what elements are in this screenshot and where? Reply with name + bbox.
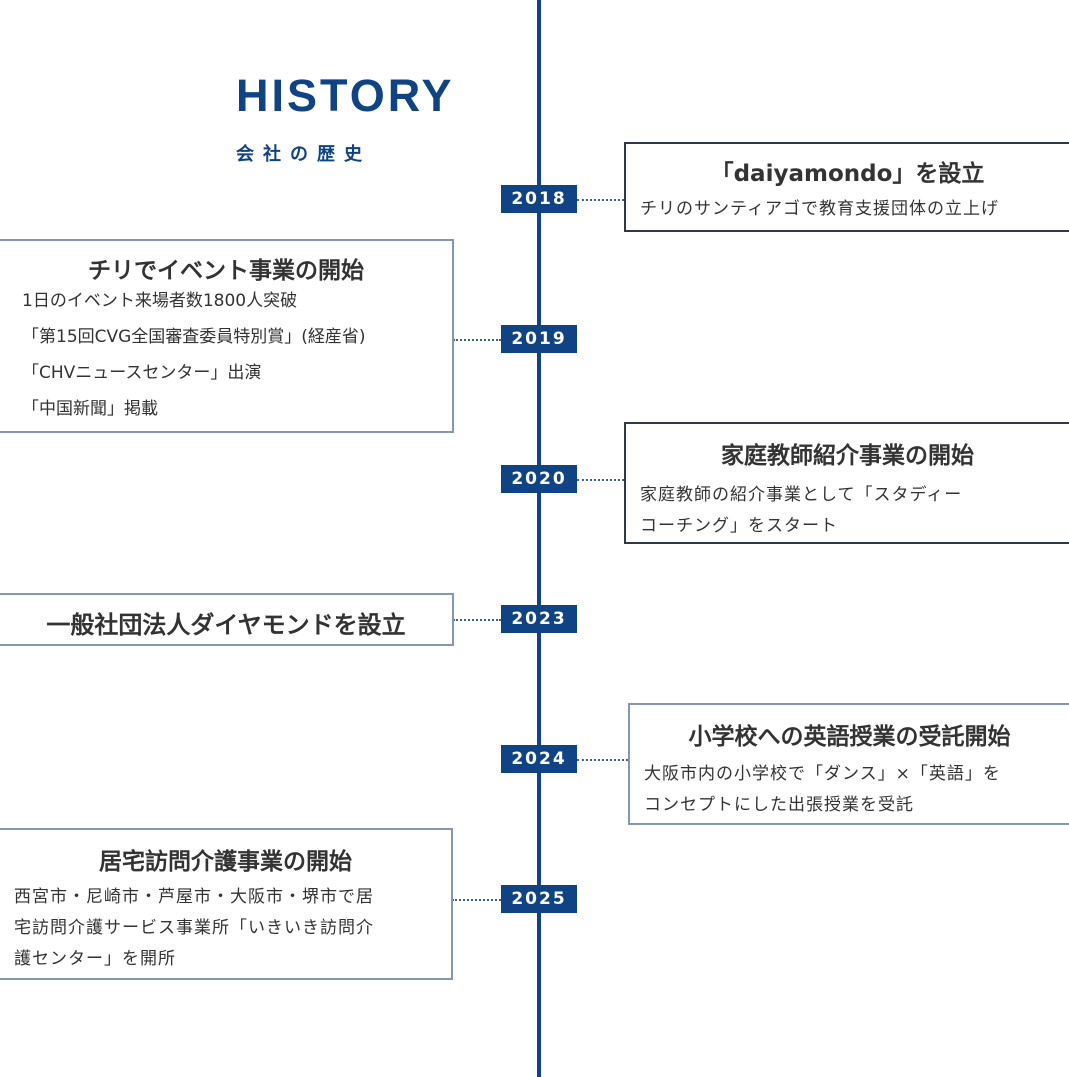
connector: [577, 759, 628, 761]
event-line: 家庭教師の紹介事業として「スタディー: [640, 485, 963, 505]
event-card-2019: チリでイベント事業の開始 1日のイベント来場者数1800人突破 「第15回CVG…: [0, 239, 454, 433]
year-badge-2020: 2020: [501, 465, 577, 493]
connector: [577, 199, 624, 201]
event-card-2020: 家庭教師紹介事業の開始 家庭教師の紹介事業として「スタディー コーチング」をスタ…: [624, 422, 1069, 544]
event-title: 一般社団法人ダイヤモンドを設立: [46, 611, 406, 639]
event-line: 宅訪問介護サービス事業所「いきいき訪問介: [14, 918, 374, 938]
event-line: 「CHVニュースセンター」出演: [22, 363, 262, 383]
event-title: 「daiyamondo」を設立: [710, 161, 985, 187]
event-title: 家庭教師紹介事業の開始: [721, 443, 974, 469]
connector: [452, 899, 501, 901]
year-badge-2023: 2023: [501, 605, 577, 633]
event-line: 「第15回CVG全国審査委員特別賞」(経産省): [22, 327, 366, 347]
event-line: 西宮市・尼崎市・芦屋市・大阪市・堺市で居: [14, 887, 374, 907]
page-subtitle: 会社の歴史: [236, 144, 371, 165]
connector: [453, 619, 501, 621]
event-line: コーチング」をスタート: [640, 516, 838, 536]
event-line: 護センター」を開所: [14, 949, 176, 969]
year-badge-2018: 2018: [501, 185, 577, 213]
timeline-line: [537, 0, 541, 1077]
event-line: 大阪市内の小学校で「ダンス」×「英語」を: [644, 764, 1001, 784]
event-card-2025: 居宅訪問介護事業の開始 西宮市・尼崎市・芦屋市・大阪市・堺市で居 宅訪問介護サー…: [0, 828, 453, 980]
year-badge-2024: 2024: [501, 745, 577, 773]
event-card-2018: 「daiyamondo」を設立 チリのサンティアゴで教育支援団体の立上げ: [624, 142, 1069, 232]
event-line: コンセプトにした出張授業を受託: [644, 795, 914, 815]
connector: [453, 339, 501, 341]
page-title: HISTORY: [236, 70, 455, 121]
event-title: 小学校への英語授業の受託開始: [688, 724, 1011, 750]
event-title: チリでイベント事業の開始: [88, 258, 364, 284]
event-card-2024: 小学校への英語授業の受託開始 大阪市内の小学校で「ダンス」×「英語」を コンセプ…: [628, 703, 1069, 825]
event-card-2023: 一般社団法人ダイヤモンドを設立: [0, 593, 454, 646]
connector: [577, 479, 624, 481]
event-line: 1日のイベント来場者数1800人突破: [22, 291, 298, 311]
year-badge-2019: 2019: [501, 325, 577, 353]
event-title: 居宅訪問介護事業の開始: [99, 849, 352, 875]
event-line: チリのサンティアゴで教育支援団体の立上げ: [640, 199, 999, 219]
event-line: 「中国新聞」掲載: [22, 399, 158, 419]
year-badge-2025: 2025: [501, 885, 577, 913]
